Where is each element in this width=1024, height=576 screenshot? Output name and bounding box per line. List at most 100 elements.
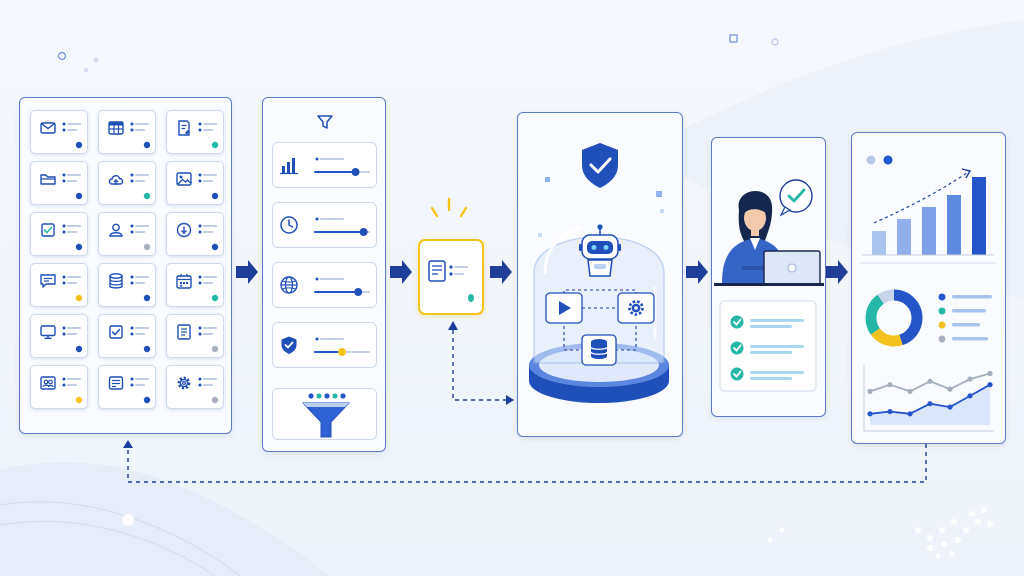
table-icon [108, 121, 124, 135]
gear-icon [617, 292, 655, 324]
filter-row[interactable] [272, 262, 377, 308]
folder-icon [40, 174, 56, 185]
form-icon [108, 376, 124, 390]
monitor-icon [40, 325, 56, 339]
source-tile[interactable] [30, 365, 88, 409]
human-review-panel [711, 137, 826, 417]
bar [872, 231, 886, 255]
series-point [987, 370, 993, 377]
record-loop-arrowhead-up [448, 321, 458, 330]
source-tile[interactable] [98, 110, 156, 154]
feedback-loop-arrowhead [123, 440, 133, 448]
status-dot [143, 396, 151, 404]
source-tile[interactable] [30, 110, 88, 154]
globe-icon [280, 276, 298, 294]
bar [972, 177, 986, 255]
play-icon [545, 292, 583, 324]
slider-knob [338, 348, 346, 356]
source-tile[interactable] [98, 365, 156, 409]
series-point [967, 376, 973, 382]
bar [897, 219, 911, 255]
chat-icon [40, 274, 56, 288]
feedback-loop-line [127, 442, 927, 483]
series-point [867, 388, 873, 394]
status-dot [143, 243, 151, 251]
results-dashboard-panel [851, 132, 1006, 444]
list-icon [177, 324, 191, 340]
filter-icon[interactable] [316, 113, 334, 131]
status-dot [211, 243, 219, 251]
source-tile[interactable] [98, 161, 156, 205]
image-icon [176, 172, 192, 186]
status-dot [75, 243, 83, 251]
status-dot [75, 141, 83, 149]
status-dot [143, 294, 151, 302]
series-point [907, 388, 913, 394]
mail-icon [40, 122, 56, 134]
status-dot [143, 345, 151, 353]
database-icon [109, 273, 123, 289]
source-tile[interactable] [30, 161, 88, 205]
status-dot [75, 294, 83, 302]
funnel-input-dots [308, 393, 346, 399]
donut-chart [865, 289, 923, 347]
highlight-rays [430, 197, 468, 218]
slider-knob [359, 228, 368, 236]
source-tile[interactable] [98, 212, 156, 256]
filter-row[interactable] [272, 142, 377, 188]
series-point [907, 411, 913, 417]
donut-legend [938, 293, 992, 343]
series-point [887, 382, 893, 388]
arrow-filters-to-record [390, 260, 412, 284]
source-tile[interactable] [166, 314, 224, 358]
filter-row[interactable] [272, 202, 377, 248]
status-dot [75, 192, 83, 200]
status-dot [211, 192, 219, 200]
data-sources-panel [19, 97, 232, 434]
source-tile[interactable] [166, 110, 224, 154]
source-tile[interactable] [30, 314, 88, 358]
status-dot [211, 294, 219, 302]
gear-icon [177, 376, 191, 390]
status-dot [143, 192, 151, 200]
series-point [927, 378, 933, 384]
record-to-engine-dashed [452, 322, 508, 401]
growth-bar-chart [862, 177, 994, 256]
document-icon [428, 260, 446, 282]
source-tile[interactable] [166, 212, 224, 256]
arrow-record-to-engine [490, 260, 512, 284]
source-tile[interactable] [166, 161, 224, 205]
source-tile[interactable] [30, 263, 88, 307]
slider-knob [351, 168, 360, 176]
check-bubble-icon [779, 179, 813, 217]
shield-check-icon [582, 143, 618, 188]
source-tile[interactable] [166, 263, 224, 307]
clock-icon [280, 216, 298, 234]
checkbox-icon [41, 223, 55, 237]
source-tile[interactable] [30, 212, 88, 256]
donut-segment [865, 289, 923, 347]
series-point [887, 408, 893, 415]
status-dot [211, 345, 219, 353]
status-dot [75, 345, 83, 353]
status-dot [143, 141, 151, 149]
checklist-icon [109, 325, 123, 339]
source-tile[interactable] [98, 263, 156, 307]
bar [947, 195, 961, 255]
series-point [947, 404, 953, 410]
calendar-icon [176, 274, 192, 289]
bar-chart-icon [280, 158, 298, 175]
status-dot [211, 141, 219, 149]
status-dot [211, 396, 219, 404]
document-edit-icon [178, 120, 190, 136]
source-tile[interactable] [98, 314, 156, 358]
status-dot [75, 396, 83, 404]
selected-record-card[interactable] [418, 239, 484, 315]
filter-row[interactable] [272, 322, 377, 368]
funnel-icon [301, 402, 351, 438]
source-tile[interactable] [166, 365, 224, 409]
series-point [947, 386, 953, 392]
person-laptop-icon [714, 190, 824, 286]
funnel-card [272, 388, 377, 440]
